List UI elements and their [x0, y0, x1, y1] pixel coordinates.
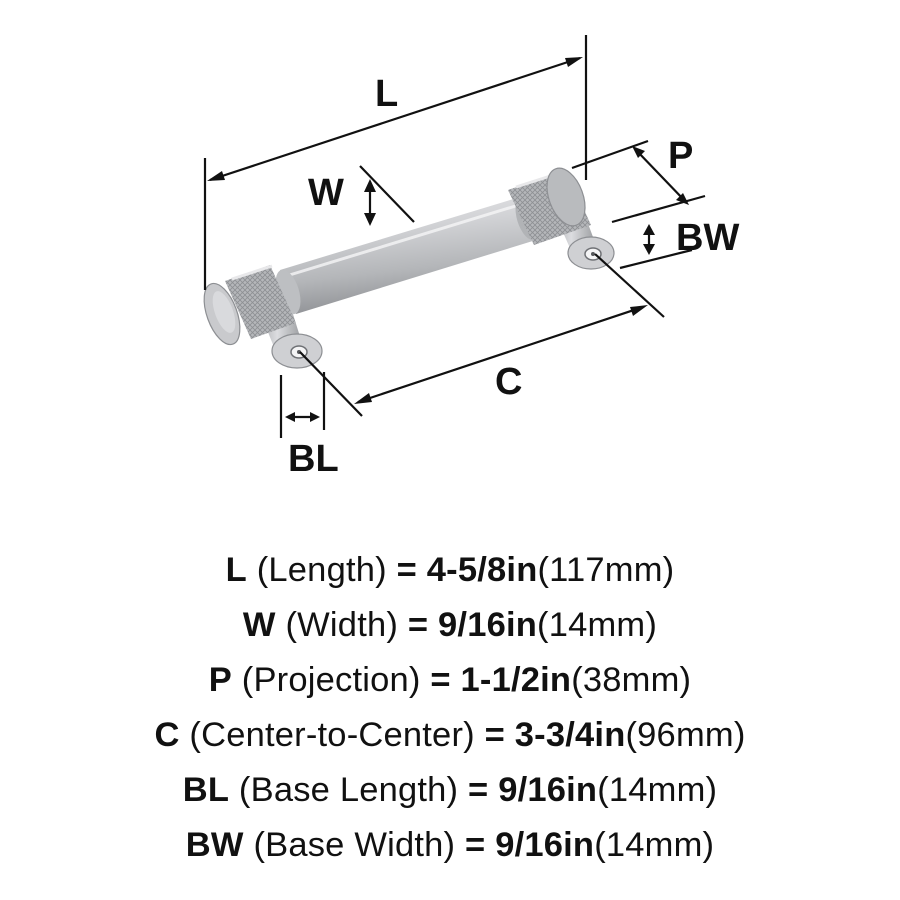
- spec-name: (Base Width): [253, 826, 456, 864]
- spec-abbr: C: [154, 716, 180, 754]
- label-base-length: BL: [288, 438, 339, 480]
- spec-abbr: L: [225, 551, 247, 589]
- specification-list: L (Length) = 4-5/8in(117mm) W (Width) = …: [0, 543, 900, 873]
- spec-metric: (38mm): [571, 661, 692, 699]
- spec-name: (Projection): [241, 661, 421, 699]
- dimension-diagram: L W P BW C BL: [203, 35, 739, 480]
- spec-row-center: C (Center-to-Center) = 3-3/4in(96mm): [0, 708, 900, 763]
- spec-metric: (14mm): [537, 606, 658, 644]
- spec-row-base-length: BL (Base Length) = 9/16in(14mm): [0, 763, 900, 818]
- spec-name: (Length): [256, 551, 387, 589]
- label-projection: P: [668, 135, 693, 177]
- left-knurled-cap: [203, 264, 296, 346]
- label-width: W: [308, 172, 344, 214]
- right-knurled-cap: [508, 167, 591, 245]
- spec-row-length: L (Length) = 4-5/8in(117mm): [0, 543, 900, 598]
- spec-equals: =: [407, 606, 429, 644]
- dimension-lines: [203, 35, 706, 438]
- spec-name: (Center-to-Center): [189, 716, 475, 754]
- spec-metric: (14mm): [594, 826, 715, 864]
- spec-name: (Width): [285, 606, 399, 644]
- spec-imperial: 9/16in: [498, 771, 598, 809]
- spec-metric: (117mm): [537, 551, 675, 589]
- spec-equals: =: [396, 551, 417, 589]
- spec-row-base-width: BW (Base Width) = 9/16in(14mm): [0, 818, 900, 873]
- spec-metric: (96mm): [625, 716, 746, 754]
- spec-abbr: BL: [182, 771, 230, 809]
- label-center: C: [495, 361, 522, 403]
- spec-abbr: W: [242, 606, 276, 644]
- spec-equals: =: [468, 771, 489, 809]
- spec-row-width: W (Width) = 9/16in(14mm): [0, 598, 900, 653]
- spec-equals: =: [465, 826, 486, 864]
- spec-equals: =: [484, 716, 505, 754]
- spec-imperial: 9/16in: [495, 826, 595, 864]
- spec-name: (Base Length): [238, 771, 459, 809]
- spec-row-projection: P (Projection) = 1-1/2in(38mm): [0, 653, 900, 708]
- spec-imperial: 9/16in: [438, 606, 538, 644]
- spec-metric: (14mm): [597, 771, 718, 809]
- spec-imperial: 3-3/4in: [514, 716, 626, 754]
- label-base-width: BW: [676, 217, 739, 259]
- label-length: L: [375, 73, 398, 115]
- cabinet-pull-illustration: [203, 167, 615, 369]
- spec-abbr: P: [208, 661, 232, 699]
- spec-imperial: 1-1/2in: [460, 661, 572, 699]
- spec-imperial: 4-5/8in: [426, 551, 538, 589]
- spec-equals: =: [430, 661, 451, 699]
- spec-abbr: BW: [185, 826, 244, 864]
